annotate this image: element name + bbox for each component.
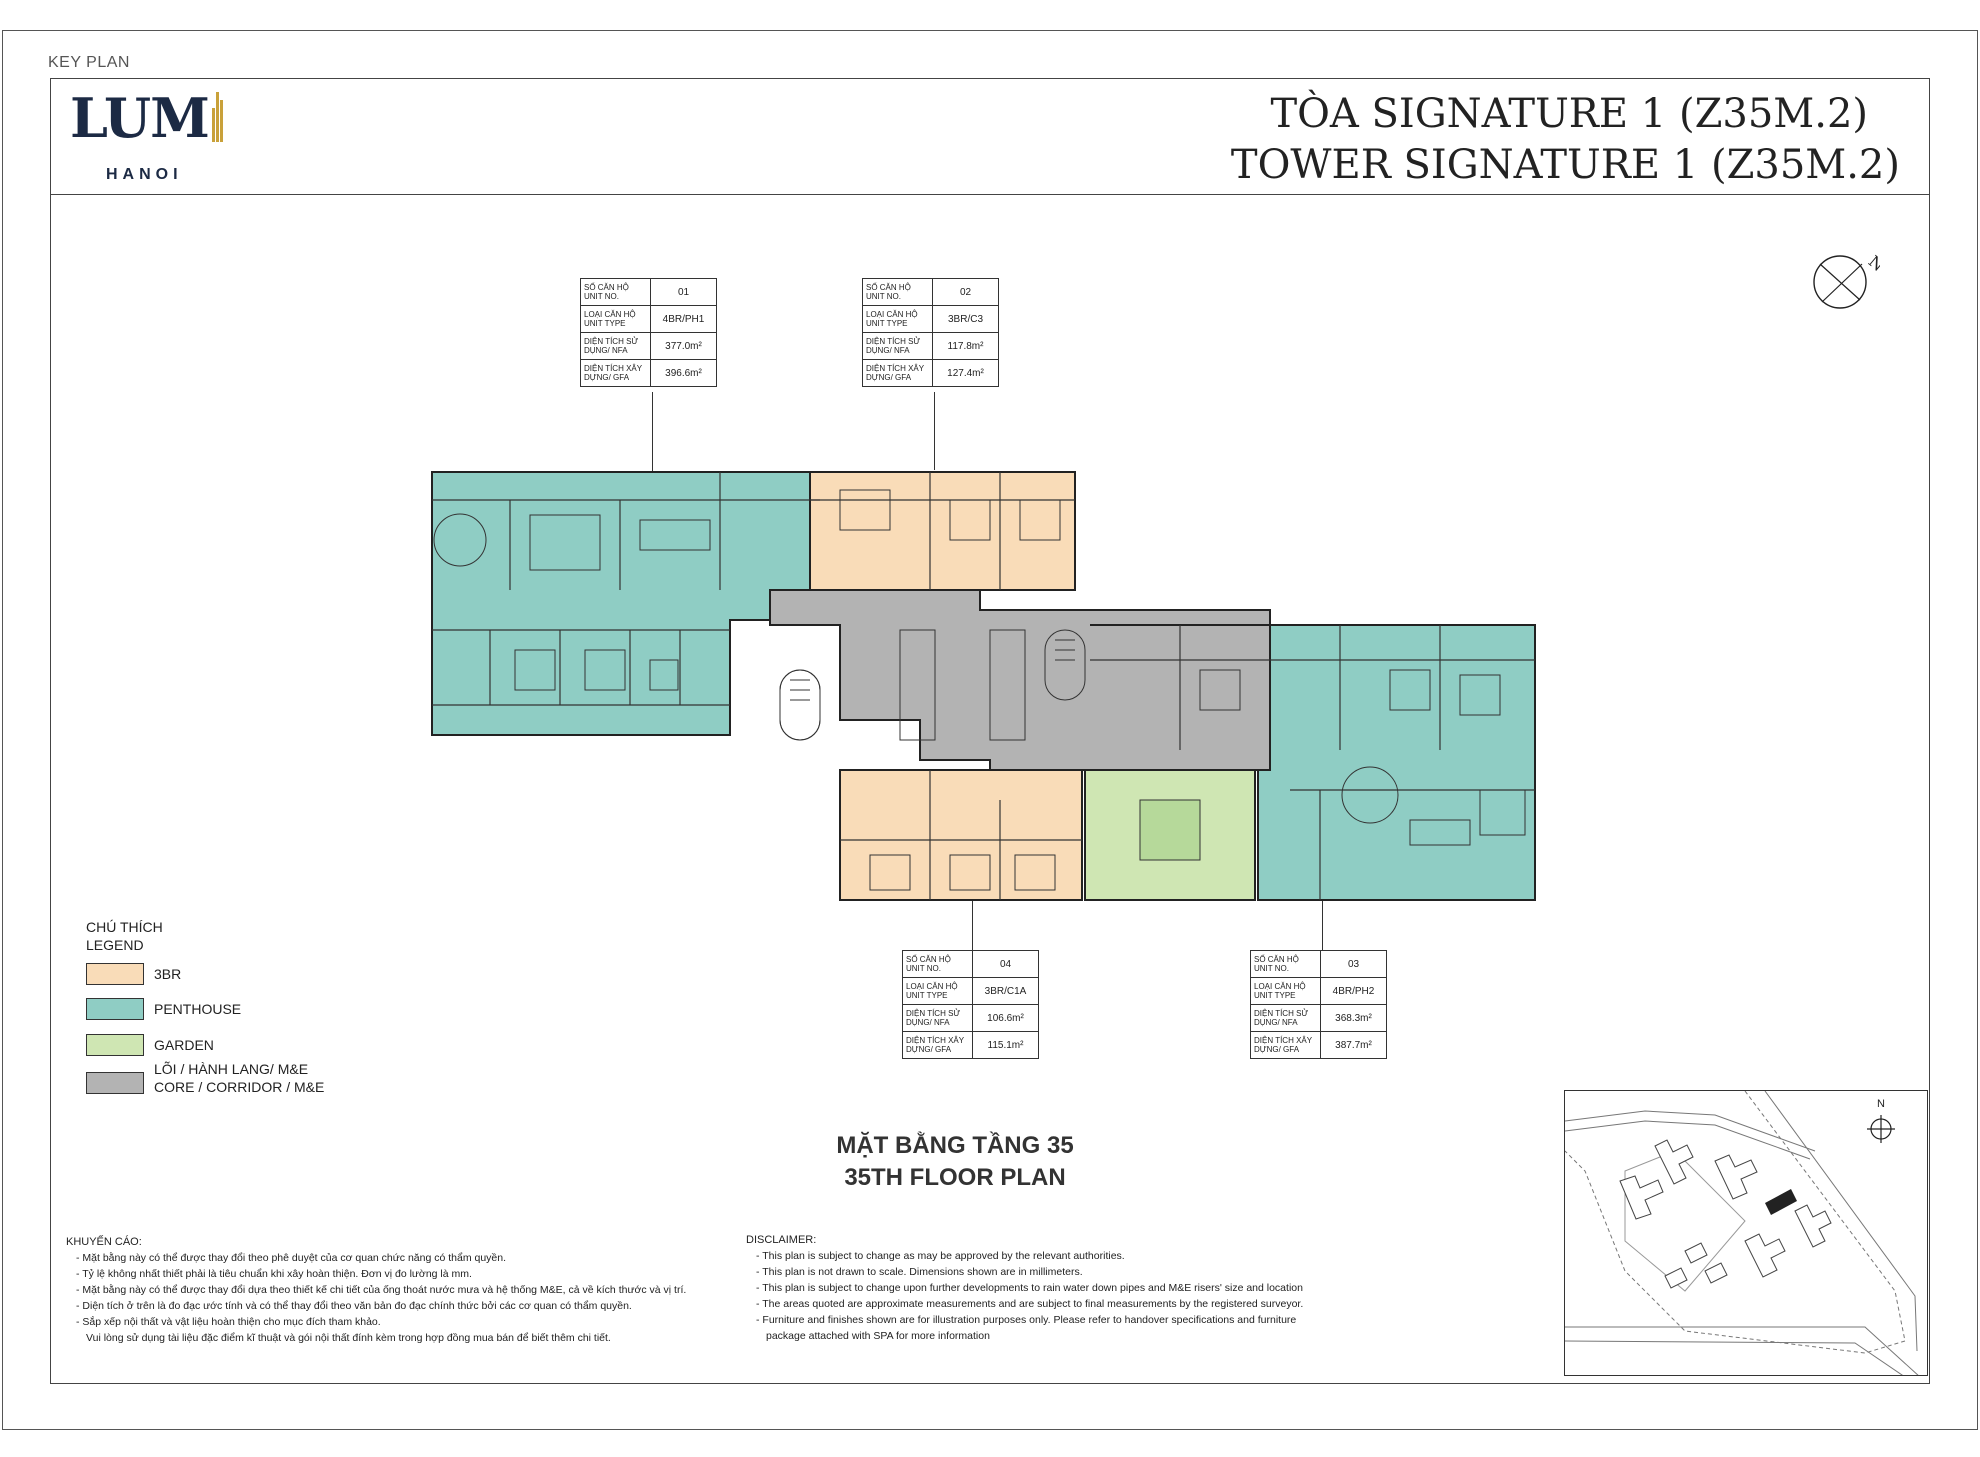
unit-no-value: 04: [972, 950, 1039, 978]
north-compass-icon: N: [1813, 252, 1880, 309]
sheet-frame: [50, 78, 1930, 1384]
disclaimer-vi-tail: Vui lòng sử dụng tài liệu đặc điểm kĩ th…: [86, 1332, 611, 1344]
disclaimer-vi-item: Mặt bằng này có thể được thay đổi dựa th…: [76, 1282, 746, 1298]
disclaimer-en-heading: DISCLAIMER:: [746, 1234, 817, 1246]
logo-city: HANOI: [106, 166, 183, 183]
unit-type-value: 4BR/PH2: [1320, 977, 1387, 1005]
tower-title: TÒA SIGNATURE 1 (Z35M.2) TOWER SIGNATURE…: [1231, 90, 1900, 192]
disclaimer-en: DISCLAIMER: This plan is subject to chan…: [746, 1232, 1386, 1344]
unit-no-value: 03: [1320, 950, 1387, 978]
gfa-value: 127.4m²: [932, 359, 999, 387]
legend-label-3br: 3BR: [154, 966, 182, 982]
site-map-drawing: N: [1565, 1091, 1919, 1375]
unit-03-penthouse: [1090, 624, 1536, 901]
legend-swatch-garden: [86, 1034, 144, 1056]
unit-type-value: 3BR/C3: [932, 305, 999, 333]
lumi-logo: LUM HANOI: [70, 86, 250, 192]
legend-label-core-vi: LÕI / HÀNH LANG/ M&E: [154, 1061, 309, 1077]
disclaimer-vi-list: Mặt bằng này có thể được thay đổi theo p…: [66, 1250, 746, 1330]
unit-04-3br: [839, 769, 1083, 901]
disclaimer-vi: KHUYẾN CÁO: Mặt bằng này có thể được tha…: [66, 1234, 746, 1346]
outer-frame: [2, 30, 1978, 1430]
disclaimer-en-item: This plan is subject to change as may be…: [756, 1248, 1386, 1264]
disclaimer-en-list: This plan is subject to change as may be…: [746, 1248, 1386, 1328]
legend-label-core-en: CORE / CORRIDOR / M&E: [154, 1079, 325, 1095]
floor-plan-drawing: [431, 471, 1536, 901]
disclaimer-en-item: Furniture and finishes shown are for ill…: [756, 1312, 1386, 1328]
disclaimer-en-item: This plan is not drawn to scale. Dimensi…: [756, 1264, 1386, 1280]
unit-02-3br: [809, 471, 1076, 591]
logo-wordmark: LUM: [70, 86, 210, 150]
gfa-value: 387.7m²: [1320, 1031, 1387, 1059]
nfa-value: 106.6m²: [972, 1004, 1039, 1032]
disclaimer-vi-item: Diện tích ở trên là đo đạc ước tính và c…: [76, 1298, 746, 1314]
disclaimer-vi-item: Mặt bằng này có thể được thay đổi theo p…: [76, 1250, 746, 1266]
legend-swatch-penthouse: [86, 998, 144, 1020]
tower-title-vi: TÒA SIGNATURE 1 (Z35M.2): [1270, 91, 1868, 137]
disclaimer-en-tail: package attached with SPA for more infor…: [766, 1330, 990, 1342]
disclaimer-en-item: This plan is subject to change upon furt…: [756, 1280, 1386, 1296]
nfa-value: 377.0m²: [650, 332, 717, 360]
disclaimer-vi-item: Tỷ lệ không nhất thiết phải là tiêu chuẩ…: [76, 1266, 746, 1282]
leader-line-04: [972, 880, 973, 950]
leader-line-01: [652, 392, 653, 472]
legend-swatch-core: [86, 1072, 144, 1094]
header-divider: [50, 194, 1930, 195]
logo-bars-icon: [212, 92, 224, 142]
gfa-value: 396.6m²: [650, 359, 717, 387]
unit-no-value: 01: [650, 278, 717, 306]
site-map-north-icon: N: [1867, 1098, 1895, 1143]
legend-label-garden: GARDEN: [154, 1037, 214, 1053]
legend: CHÚ THÍCH LEGEND 3BR PENTHOUSE GARDEN LÕ…: [86, 918, 324, 1095]
nfa-value: 117.8m²: [932, 332, 999, 360]
unit-type-value: 3BR/C1A: [972, 977, 1039, 1005]
gfa-value: 115.1m²: [972, 1031, 1039, 1059]
site-key-map: N: [1564, 1090, 1928, 1376]
tower-title-en: TOWER SIGNATURE 1 (Z35M.2): [1230, 142, 1900, 188]
core-corridor-area: [769, 589, 1271, 771]
unit-no-value: 02: [932, 278, 999, 306]
floor-plan-caption: MẶT BẰNG TẦNG 35 35TH FLOOR PLAN: [780, 1130, 1130, 1194]
key-plan-label: KEY PLAN: [48, 54, 130, 71]
disclaimer-en-item: The areas quoted are approximate measure…: [756, 1296, 1386, 1312]
compass-north-label: N: [1865, 252, 1880, 276]
unit-type-value: 4BR/PH1: [650, 305, 717, 333]
legend-label-penthouse: PENTHOUSE: [154, 1001, 242, 1017]
legend-title-vi: CHÚ THÍCH: [86, 919, 163, 935]
floor-plan-caption-vi: MẶT BẰNG TẦNG 35: [836, 1132, 1074, 1159]
disclaimer-vi-item: Sắp xếp nội thất và vật liệu hoàn thiện …: [76, 1314, 746, 1330]
site-map-north-label: N: [1877, 1098, 1885, 1110]
legend-swatch-3br: [86, 963, 144, 985]
leader-line-02: [934, 392, 935, 470]
floor-plan-caption-en: 35TH FLOOR PLAN: [844, 1164, 1066, 1191]
tower-highlight-marker: [1765, 1189, 1797, 1215]
legend-title-en: LEGEND: [86, 937, 144, 953]
nfa-value: 368.3m²: [1320, 1004, 1387, 1032]
leader-line-03: [1322, 880, 1323, 950]
disclaimer-vi-heading: KHUYẾN CÁO:: [66, 1236, 142, 1248]
